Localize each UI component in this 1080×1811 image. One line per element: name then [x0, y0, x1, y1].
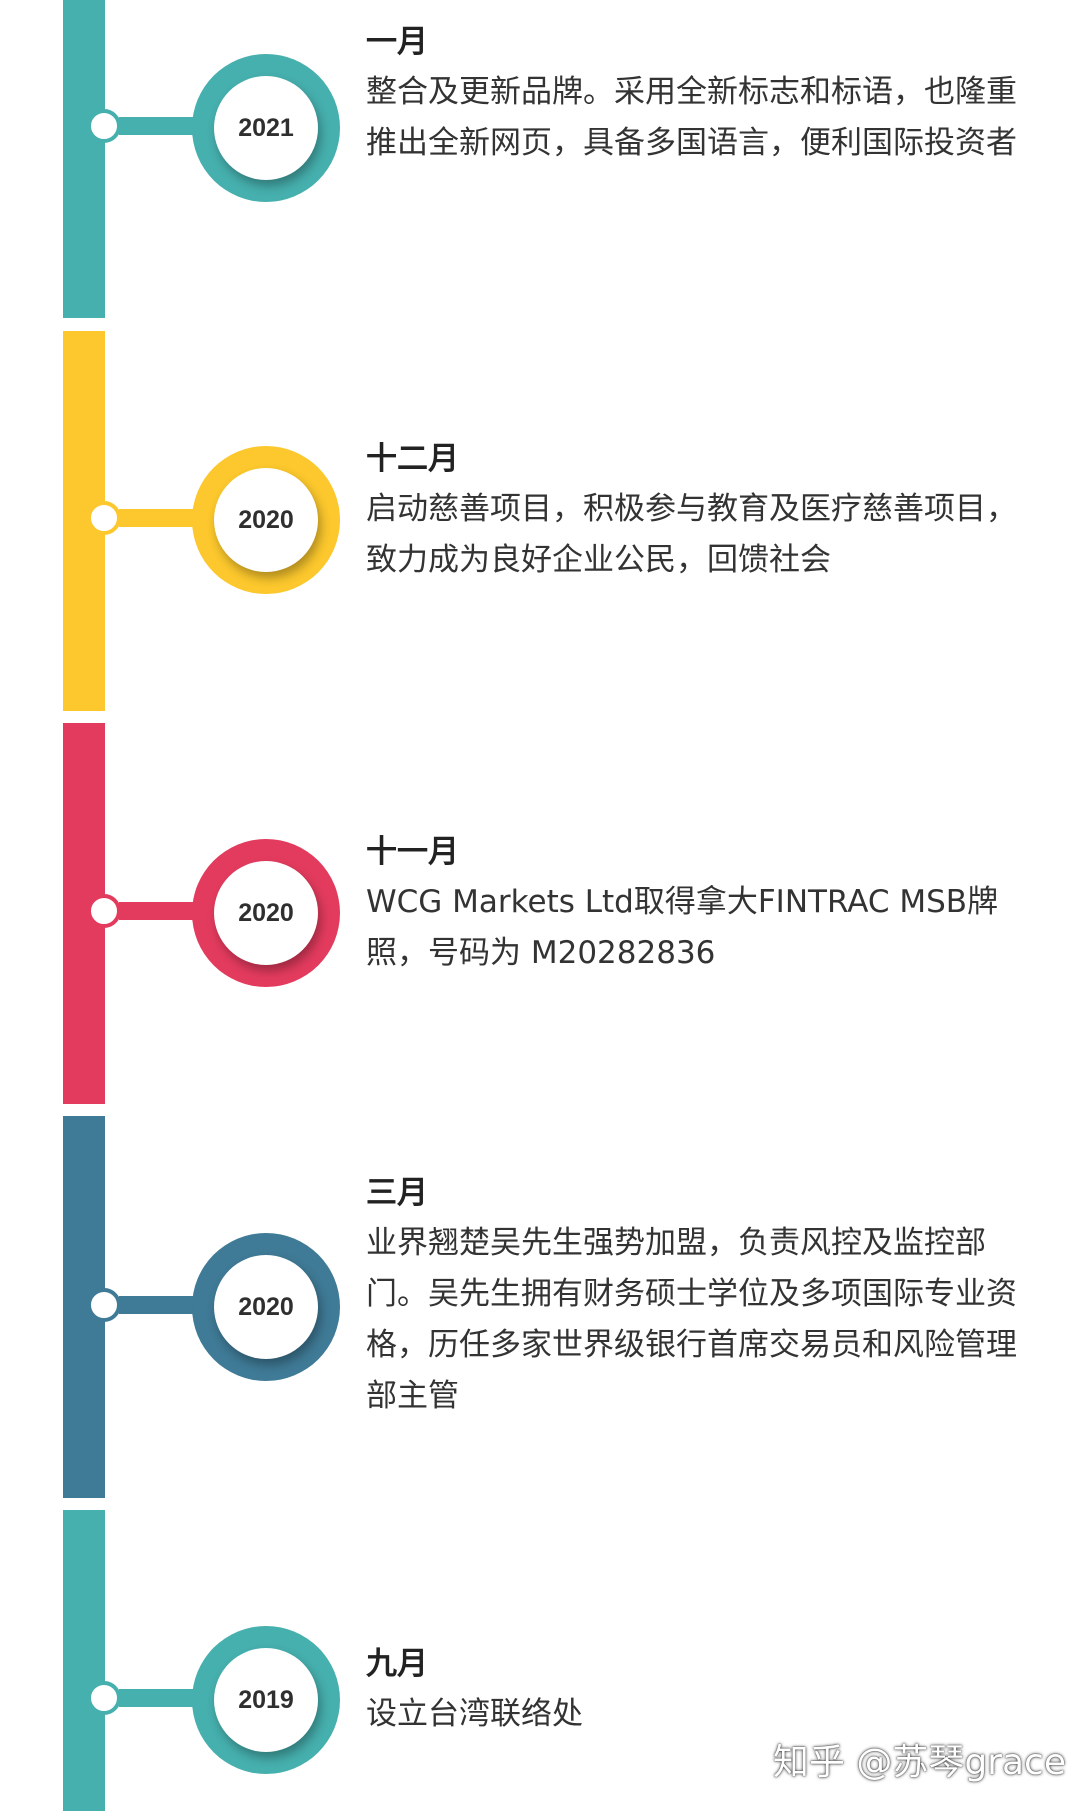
watermark: 知乎 @苏琴grace	[772, 1742, 1066, 1783]
event-month: 三月	[366, 1175, 428, 1211]
timeline-segment-1	[63, 0, 105, 318]
connector-bar	[119, 902, 199, 920]
event-text: 一月 整合及更新品牌。采用全新标志和标语，也隆重推出全新网页，具备多国语言，便利…	[366, 24, 1026, 169]
event-description: 整合及更新品牌。采用全新标志和标语，也隆重推出全新网页，具备多国语言，便利国际投…	[366, 74, 1017, 162]
event-month: 一月	[366, 24, 428, 60]
timeline-node-dot	[87, 1288, 121, 1322]
year-badge: 2020	[214, 468, 318, 572]
timeline-node-dot	[87, 894, 121, 928]
timeline-event: 2020	[0, 839, 1080, 989]
event-text: 十二月 启动慈善项目，积极参与教育及医疗慈善项目，致力成为良好企业公民，回馈社会	[366, 441, 1026, 586]
timeline-segment-5	[63, 1510, 105, 1811]
event-month: 十二月	[366, 441, 459, 477]
connector-bar	[119, 117, 199, 135]
timeline-node-dot	[87, 109, 121, 143]
event-description: WCG Markets Ltd取得拿大FINTRAC MSB牌照，号码为 M20…	[366, 884, 999, 972]
timeline-node-dot	[87, 501, 121, 535]
connector-bar	[119, 1689, 199, 1707]
timeline-node-dot	[87, 1681, 121, 1715]
event-month: 十一月	[366, 834, 459, 870]
year-badge: 2021	[214, 76, 318, 180]
year-badge: 2020	[214, 1255, 318, 1359]
timeline-event: 2020	[0, 446, 1080, 596]
timeline-event: 2021	[0, 54, 1080, 204]
event-month: 九月	[366, 1646, 428, 1682]
event-description: 设立台湾联络处	[366, 1696, 583, 1733]
connector-bar	[119, 509, 199, 527]
year-badge: 2020	[214, 861, 318, 965]
year-badge: 2019	[214, 1648, 318, 1752]
timeline-event: 2019	[0, 1626, 1080, 1776]
event-description: 业界翘楚吴先生强势加盟，负责风控及监控部门。吴先生拥有财务硕士学位及多项国际专业…	[366, 1225, 1017, 1415]
connector-bar	[119, 1296, 199, 1314]
timeline-event: 2020	[0, 1233, 1080, 1383]
event-text: 十一月 WCG Markets Ltd取得拿大FINTRAC MSB牌照，号码为…	[366, 834, 1026, 979]
event-text: 三月 业界翘楚吴先生强势加盟，负责风控及监控部门。吴先生拥有财务硕士学位及多项国…	[366, 1175, 1026, 1422]
event-description: 启动慈善项目，积极参与教育及医疗慈善项目，致力成为良好企业公民，回馈社会	[366, 491, 1017, 579]
event-text: 九月 设立台湾联络处	[366, 1646, 1026, 1740]
